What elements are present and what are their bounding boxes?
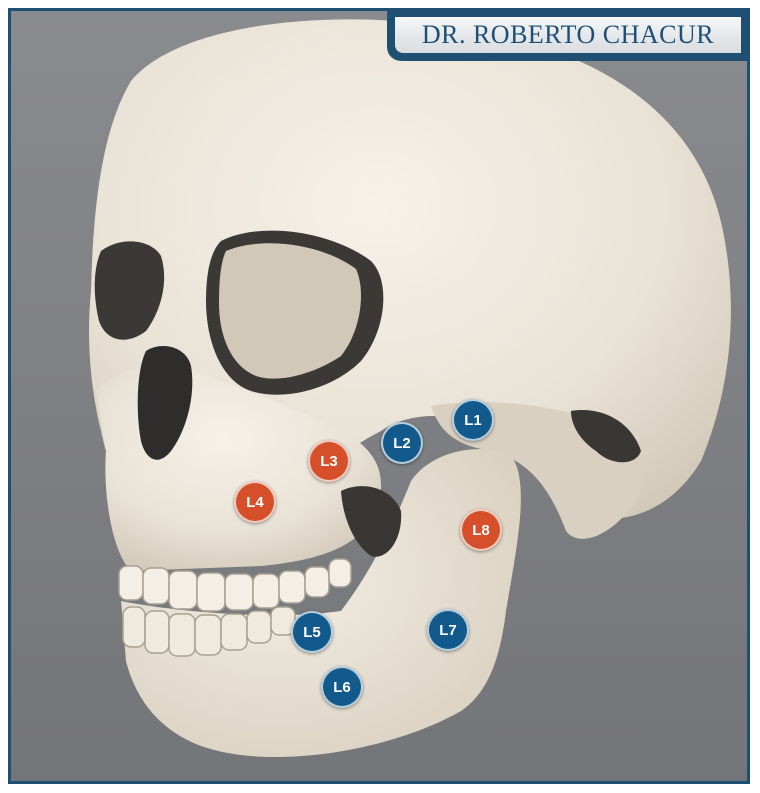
- marker-l8-label: L8: [472, 522, 490, 539]
- doctor-name: DR. ROBERTO CHACUR: [422, 20, 714, 50]
- marker-l7[interactable]: L7: [427, 609, 469, 651]
- title-banner: DR. ROBERTO CHACUR: [387, 11, 747, 61]
- marker-l2[interactable]: L2: [381, 422, 423, 464]
- marker-l5-label: L5: [303, 624, 321, 641]
- marker-l3-label: L3: [320, 453, 338, 470]
- title-banner-inner: DR. ROBERTO CHACUR: [395, 17, 741, 53]
- marker-l6[interactable]: L6: [321, 666, 363, 708]
- marker-l2-label: L2: [393, 435, 411, 452]
- marker-l7-label: L7: [439, 622, 457, 639]
- marker-l3[interactable]: L3: [308, 440, 350, 482]
- marker-l1[interactable]: L1: [452, 399, 494, 441]
- marker-l5[interactable]: L5: [291, 611, 333, 653]
- marker-l4-label: L4: [246, 494, 264, 511]
- illustration-frame: DR. ROBERTO CHACUR L1 L2 L3 L4 L5 L6 L7 …: [8, 8, 750, 784]
- skull-illustration: [11, 11, 747, 781]
- marker-l6-label: L6: [333, 679, 351, 696]
- marker-l4[interactable]: L4: [234, 481, 276, 523]
- marker-l8[interactable]: L8: [460, 509, 502, 551]
- marker-l1-label: L1: [464, 412, 482, 429]
